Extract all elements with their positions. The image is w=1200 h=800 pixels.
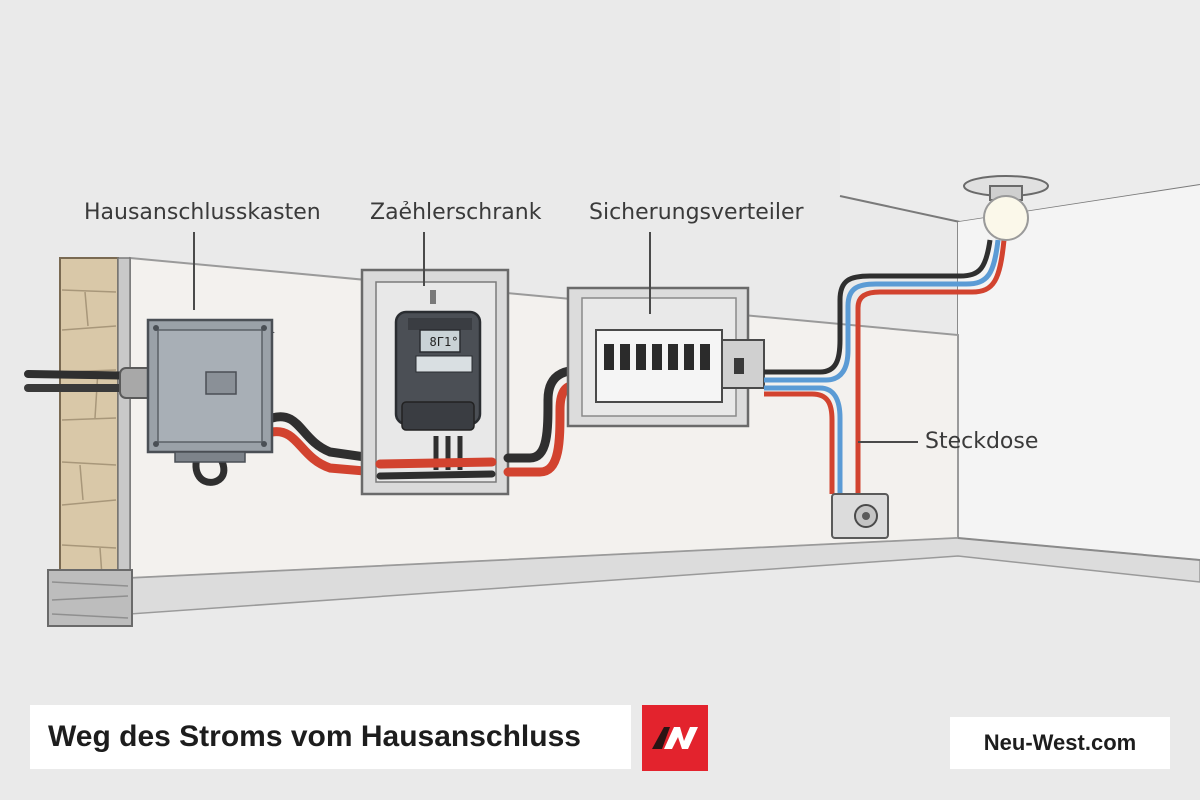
- meter-display: 8Γ1°: [430, 335, 459, 349]
- aw-logo-icon: [642, 705, 708, 771]
- sicherungsverteiler-panel: [568, 288, 764, 426]
- steckdose-socket: [832, 494, 888, 538]
- brand-name: Neu-West.com: [984, 730, 1136, 756]
- label-sicherungsverteiler: Sicherungsverteiler: [589, 200, 804, 225]
- label-hausanschlusskasten: Hausanschlusskasten: [84, 200, 321, 225]
- outer-wall-section: [48, 258, 132, 626]
- brand-badge: Neu-West.com: [950, 717, 1170, 769]
- label-steckdose: Steckdose: [925, 429, 1038, 454]
- label-zaehlerschrank: Zaẻhlerschrank: [370, 200, 541, 225]
- page-title: Weg des Stroms vom Hausanschluss: [48, 720, 581, 754]
- electricity-meter: 8Γ1°: [396, 312, 480, 430]
- title-banner: Weg des Stroms vom Hausanschluss: [30, 705, 631, 769]
- hausanschlusskasten-box: [148, 320, 272, 462]
